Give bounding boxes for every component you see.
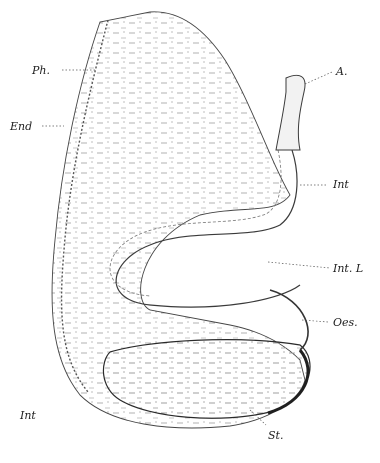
label-st: St. (268, 430, 283, 441)
label-int-l: Int. L (333, 263, 363, 274)
label-end: End (10, 121, 32, 132)
label-a: A. (336, 66, 347, 77)
leader-int-l (268, 262, 330, 268)
label-int-right: Int (333, 179, 349, 190)
stomach (103, 340, 310, 419)
leader-a (305, 72, 332, 84)
label-ph: Ph. (32, 65, 50, 76)
label-int-bottom: Int (20, 410, 36, 421)
label-oes: Oes. (333, 317, 358, 328)
anus-tube (276, 75, 305, 150)
